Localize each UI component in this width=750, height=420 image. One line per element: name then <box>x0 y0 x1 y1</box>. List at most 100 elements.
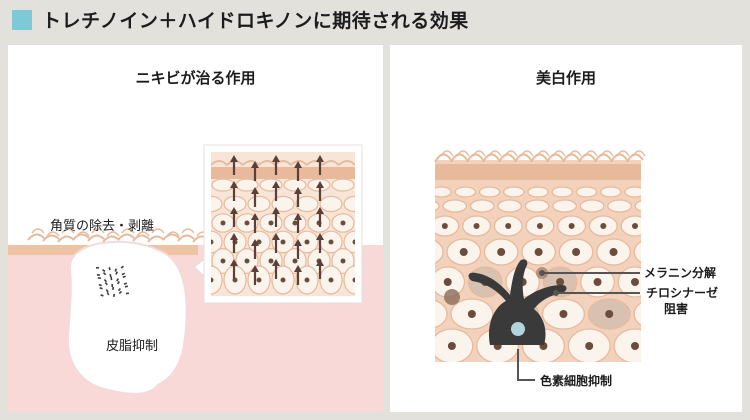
epidermal-cell <box>442 199 468 213</box>
zoom-nucleus <box>352 239 355 245</box>
cell-rows <box>394 186 670 362</box>
cell-nucleus <box>536 223 543 229</box>
up-arrow-head <box>272 155 280 162</box>
surface-flake <box>472 150 486 157</box>
surface-flake <box>536 150 550 157</box>
cell-nucleus <box>459 248 468 256</box>
epidermal-cell <box>478 186 501 198</box>
up-arrow-head <box>230 181 238 188</box>
leader-pigment <box>517 349 535 381</box>
zoom-nucleus <box>268 220 274 226</box>
cell-nucleus <box>402 342 410 350</box>
zoom-cell <box>259 178 283 192</box>
flake <box>166 231 180 237</box>
sebum-dot <box>123 282 127 285</box>
flake <box>46 231 60 237</box>
cell-nucleus <box>572 248 581 256</box>
cell-nucleus <box>664 223 670 229</box>
sebum-dot <box>96 267 99 269</box>
flake <box>117 233 135 241</box>
zoom-cell <box>211 230 223 254</box>
epidermal-cell <box>617 266 641 298</box>
cell-nucleus <box>406 278 414 286</box>
zoom-flake <box>258 160 276 166</box>
cell-nucleus <box>559 310 568 318</box>
surface-flake <box>482 153 500 163</box>
cell-nucleus <box>568 223 575 229</box>
surface-flake <box>546 153 564 163</box>
epidermal-cell <box>633 302 641 326</box>
horny-layer <box>435 164 641 180</box>
flake <box>162 233 180 241</box>
sebum-dot <box>110 277 113 281</box>
epidermal-cell <box>634 200 641 212</box>
surface-flake <box>456 150 470 157</box>
surface-flake <box>488 150 502 157</box>
cell-nucleus <box>534 248 543 256</box>
zoom-nucleus <box>256 239 262 245</box>
label-tyrosinase-1: チロシナーゼ <box>646 286 719 300</box>
sebum-dot <box>111 284 114 288</box>
epidermal-cell <box>579 199 605 213</box>
zoom-nucleus <box>328 277 334 283</box>
zoom-cell <box>211 178 235 192</box>
cell-nucleus <box>505 223 512 229</box>
zoom-nucleus <box>304 277 310 283</box>
sebum-dot <box>112 293 115 297</box>
melanocyte-icon <box>444 259 567 345</box>
cell-nucleus <box>593 278 602 286</box>
surface-flake <box>514 153 532 163</box>
label-tyrosinase-2: 阻害 <box>664 302 689 316</box>
epidermal-cell <box>503 186 525 198</box>
epidermal-cell <box>524 199 550 213</box>
up-arrow-head <box>294 187 302 194</box>
flake <box>106 231 120 237</box>
sebum-dot <box>118 290 123 295</box>
up-arrow-head <box>230 259 238 266</box>
surface-flake <box>466 153 484 163</box>
surface-flake <box>578 153 596 163</box>
cell-nucleus <box>600 223 607 229</box>
sebum-dot <box>102 272 107 276</box>
epidermal-cell <box>435 299 448 329</box>
zoom-nucleus <box>377 240 382 245</box>
flake <box>87 234 105 242</box>
epidermal-cell <box>407 187 427 197</box>
label-pigment-cell: 色素細胞抑制 <box>540 374 613 388</box>
zoom-nucleus <box>244 220 250 226</box>
sebum-dot <box>125 292 129 295</box>
zoom-cell <box>211 265 223 295</box>
up-arrow-head <box>294 239 302 246</box>
up-arrow-head <box>316 181 324 188</box>
epidermal-cell <box>435 186 452 198</box>
cell-nucleus <box>473 223 480 229</box>
cell-nucleus <box>585 342 594 350</box>
sebum-dot <box>97 277 101 280</box>
surface-flake <box>552 150 566 157</box>
up-arrow-head <box>251 213 259 220</box>
cell-nucleus <box>410 223 416 229</box>
epidermal-cell <box>607 199 632 213</box>
zoom-cell <box>271 195 295 213</box>
cell-nucleus <box>422 310 430 318</box>
flake <box>132 234 150 242</box>
epidermal-cell <box>399 216 427 236</box>
up-arrow-head <box>230 207 238 214</box>
zoom-nucleus <box>211 277 214 283</box>
sebum-dot <box>120 265 125 269</box>
up-arrow-head <box>272 259 280 266</box>
acne-diagram <box>8 144 383 412</box>
epidermal-cell <box>551 186 574 198</box>
up-arrow-head <box>230 233 238 240</box>
zoom-cell <box>295 195 319 213</box>
zoom-nucleus <box>220 258 226 264</box>
zoom-nucleus <box>268 258 274 264</box>
sebum-dot <box>98 283 102 287</box>
cell-nucleus <box>441 223 448 229</box>
whitening-diagram <box>394 150 670 381</box>
zoom-nucleus <box>292 258 298 264</box>
sebum-dot <box>117 287 121 292</box>
epidermal-cell <box>394 267 427 297</box>
epidermal-cell <box>552 199 577 213</box>
surface-flake <box>450 153 468 163</box>
